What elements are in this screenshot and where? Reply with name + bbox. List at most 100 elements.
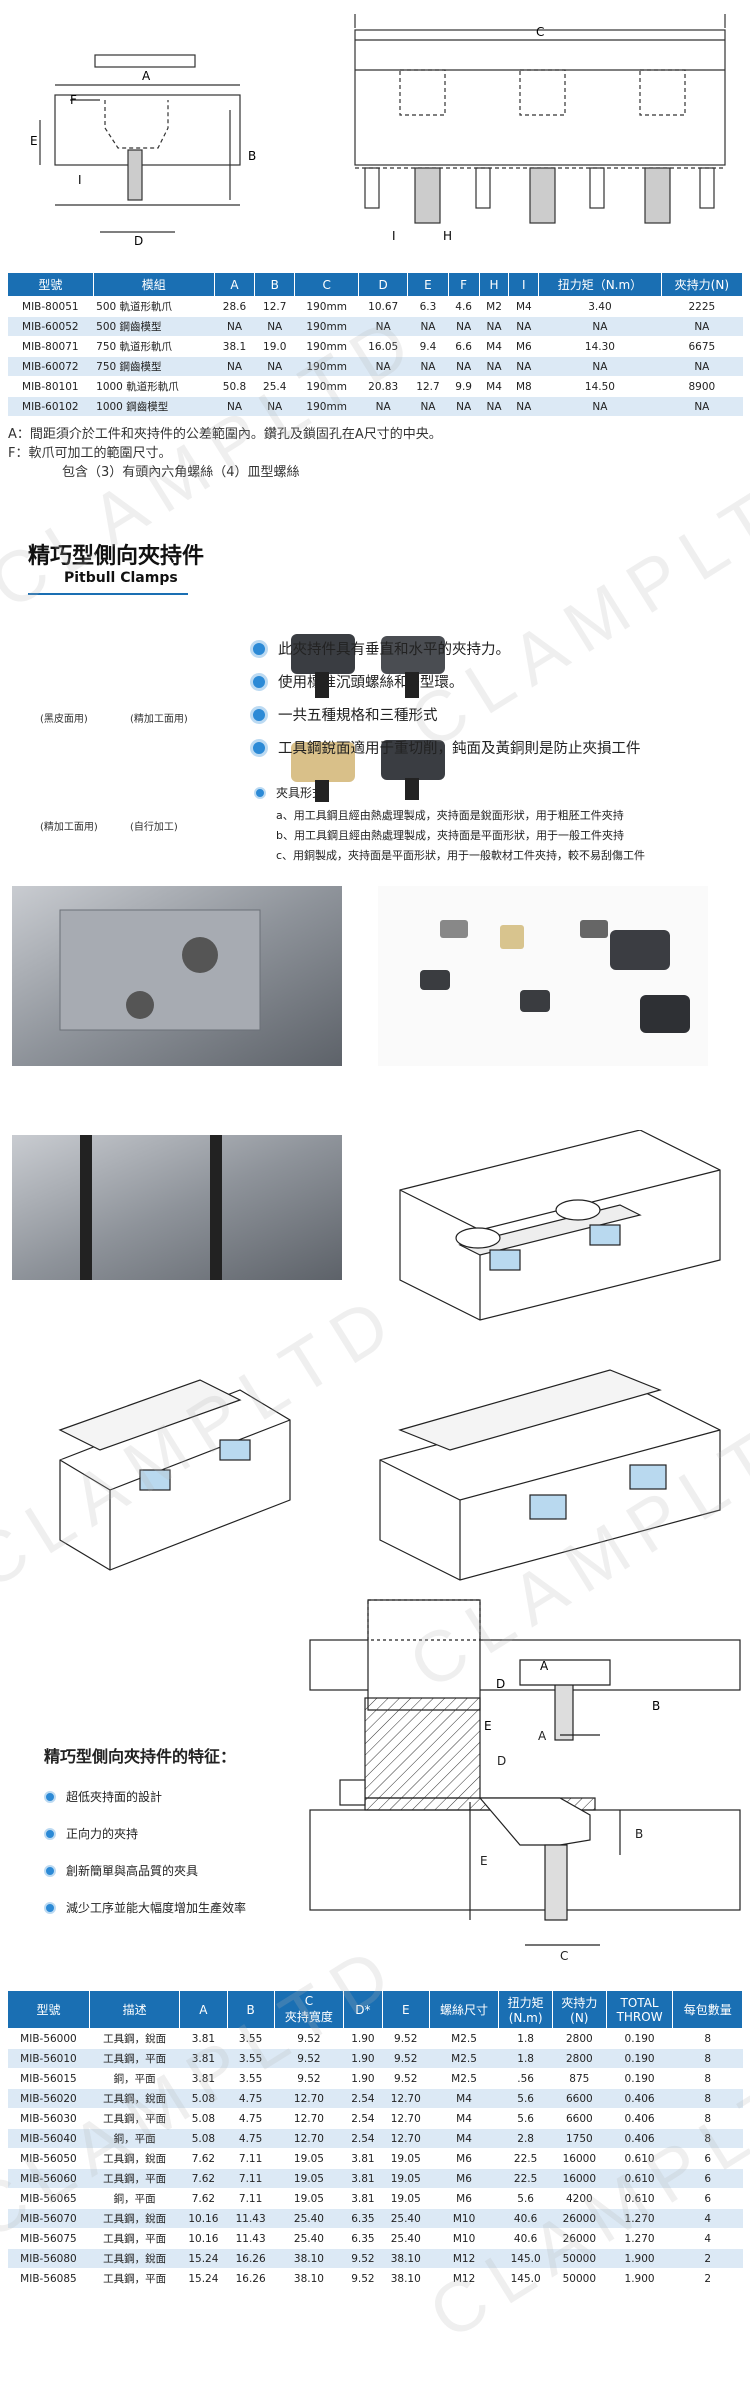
- bullet-item: 工具鋼銳面適用于重切削，鈍面及黃銅則是防止夾損工件: [250, 731, 641, 764]
- table-cell: NA: [448, 356, 480, 377]
- table-cell: 7.11: [227, 2188, 275, 2209]
- table-cell: 3.81: [343, 2168, 383, 2189]
- table-cell: NA: [508, 396, 539, 417]
- table-cell: 工具鋼，銳面: [89, 2028, 180, 2049]
- table-cell: 9.52: [382, 2048, 430, 2069]
- table-cell: 3.81: [343, 2148, 383, 2169]
- table-cell: NA: [508, 356, 539, 377]
- table-cell: M12: [429, 2268, 499, 2289]
- bullet-dot-icon: [44, 1901, 56, 1914]
- table-cell: 2.54: [343, 2088, 383, 2109]
- feature-item: 創新簡單與高品質的夾具: [44, 1852, 246, 1889]
- table-header-cell: E: [407, 272, 449, 297]
- table-cell: 1000 軌道形軌爪: [93, 376, 215, 397]
- table-cell: 16000: [552, 2148, 607, 2169]
- table-cell: 12.70: [382, 2088, 430, 2109]
- table-cell: 9.52: [274, 2028, 344, 2049]
- dim-label-a: A: [142, 69, 151, 83]
- table-cell: 9.52: [382, 2028, 430, 2049]
- top-technical-drawing: A B E F I D C I H: [30, 14, 726, 248]
- table-cell: 12.70: [382, 2128, 430, 2149]
- table-cell: 5.08: [179, 2108, 227, 2129]
- table-cell: 6.6: [448, 336, 480, 357]
- table-cell: 9.4: [407, 336, 449, 357]
- dim-label-a-bottom: A: [538, 1729, 547, 1743]
- table-header-cell: B: [254, 272, 296, 297]
- dim-label-i2: I: [392, 229, 396, 243]
- table-cell: 3.55: [227, 2068, 275, 2089]
- table-header-cell: B: [226, 1990, 275, 2029]
- table-cell: 7.11: [227, 2168, 275, 2189]
- dim-label-h: H: [443, 229, 452, 243]
- table-cell: 工具鋼，平面: [89, 2048, 180, 2069]
- table-cell: 工具鋼，平面: [89, 2268, 180, 2289]
- table-cell: 2.54: [343, 2108, 383, 2129]
- table-cell: 38.10: [274, 2268, 344, 2289]
- table-cell: 38.10: [382, 2248, 430, 2269]
- table-cell: 6.35: [343, 2228, 383, 2249]
- table-cell: M4: [479, 376, 509, 397]
- table-cell: NA: [538, 356, 662, 377]
- table-cell: 14.30: [538, 336, 662, 357]
- table-cell: NA: [214, 356, 255, 377]
- table-cell: MIB-56085: [7, 2268, 90, 2289]
- table-cell: 0.610: [606, 2188, 673, 2209]
- table-cell: 25.40: [382, 2228, 430, 2249]
- table-cell: 工具鋼，平面: [89, 2108, 180, 2129]
- table-cell: 1.900: [606, 2248, 673, 2269]
- table-cell: 16.26: [227, 2248, 275, 2269]
- table-cell: 2800: [552, 2028, 607, 2049]
- table-cell: 4: [672, 2208, 743, 2229]
- table-cell: 4: [672, 2228, 743, 2249]
- thumb-caption: (黑皮面用): [40, 714, 88, 725]
- table-cell: 12.70: [274, 2128, 344, 2149]
- table-cell: NA: [538, 396, 662, 417]
- table-cell: 38.1: [214, 336, 255, 357]
- sub-item: a、用工具鋼且經由熱處理製成，夾持面是銳面形狀，用于粗胚工件夾持: [276, 809, 624, 822]
- table-header-cell: D*: [343, 1990, 383, 2029]
- dim-label-a-section: A: [540, 1659, 549, 1673]
- table-cell: 1.270: [606, 2208, 673, 2229]
- table-cell: NA: [661, 316, 743, 337]
- table-cell: NA: [479, 396, 509, 417]
- table-cell: M4: [429, 2108, 499, 2129]
- table-cell: MIB-80071: [7, 336, 94, 357]
- table-cell: 0.190: [606, 2028, 673, 2049]
- table-cell: 10.16: [179, 2228, 227, 2249]
- table-cell: NA: [538, 316, 662, 337]
- bullet-dot-icon: [44, 1790, 56, 1803]
- table-cell: M4: [508, 296, 539, 317]
- table-cell: NA: [661, 356, 743, 377]
- isometric-drawings: D A B E: [58, 1130, 741, 1741]
- table-cell: 7.62: [179, 2148, 227, 2169]
- table-header-cell: I: [508, 272, 540, 297]
- bullet-dot-icon: [250, 705, 268, 724]
- table-cell: MIB-56010: [7, 2048, 90, 2069]
- table-cell: 190mm: [294, 336, 359, 357]
- table-cell: 145.0: [498, 2248, 553, 2269]
- table-header-cell: 夾持力(N): [551, 1990, 607, 2029]
- table-header-cell: 螺絲尺寸: [428, 1990, 500, 2029]
- table-cell: MIB-60072: [7, 356, 94, 377]
- table-cell: 19.05: [274, 2188, 344, 2209]
- table-cell: MIB-56065: [7, 2188, 90, 2209]
- table-cell: MIB-56000: [7, 2028, 90, 2049]
- table-cell: M4: [429, 2128, 499, 2149]
- table-cell: 145.0: [498, 2268, 553, 2289]
- table-cell: MIB-56020: [7, 2088, 90, 2109]
- table-cell: 10.16: [179, 2208, 227, 2229]
- table-header-cell: 描述: [88, 1990, 181, 2029]
- table-cell: 9.52: [343, 2268, 383, 2289]
- table-cell: 12.70: [382, 2108, 430, 2129]
- table-cell: 1000 鋼齒模型: [93, 396, 215, 417]
- table-cell: MIB-60102: [7, 396, 94, 417]
- table-cell: 1.8: [498, 2028, 553, 2049]
- features-list: 超低夾持面的設計 正向力的夾持 創新簡單與高品質的夾具 減少工序並能大幅度增加生…: [44, 1778, 246, 1926]
- table-cell: 工具鋼，平面: [89, 2168, 180, 2189]
- sub-items: a、用工具鋼且經由熱處理製成，夾持面是銳面形狀，用于粗胚工件夾持 b、用工具鋼且…: [276, 806, 645, 866]
- table-cell: 190mm: [294, 296, 359, 317]
- table-header-cell: A: [213, 272, 256, 297]
